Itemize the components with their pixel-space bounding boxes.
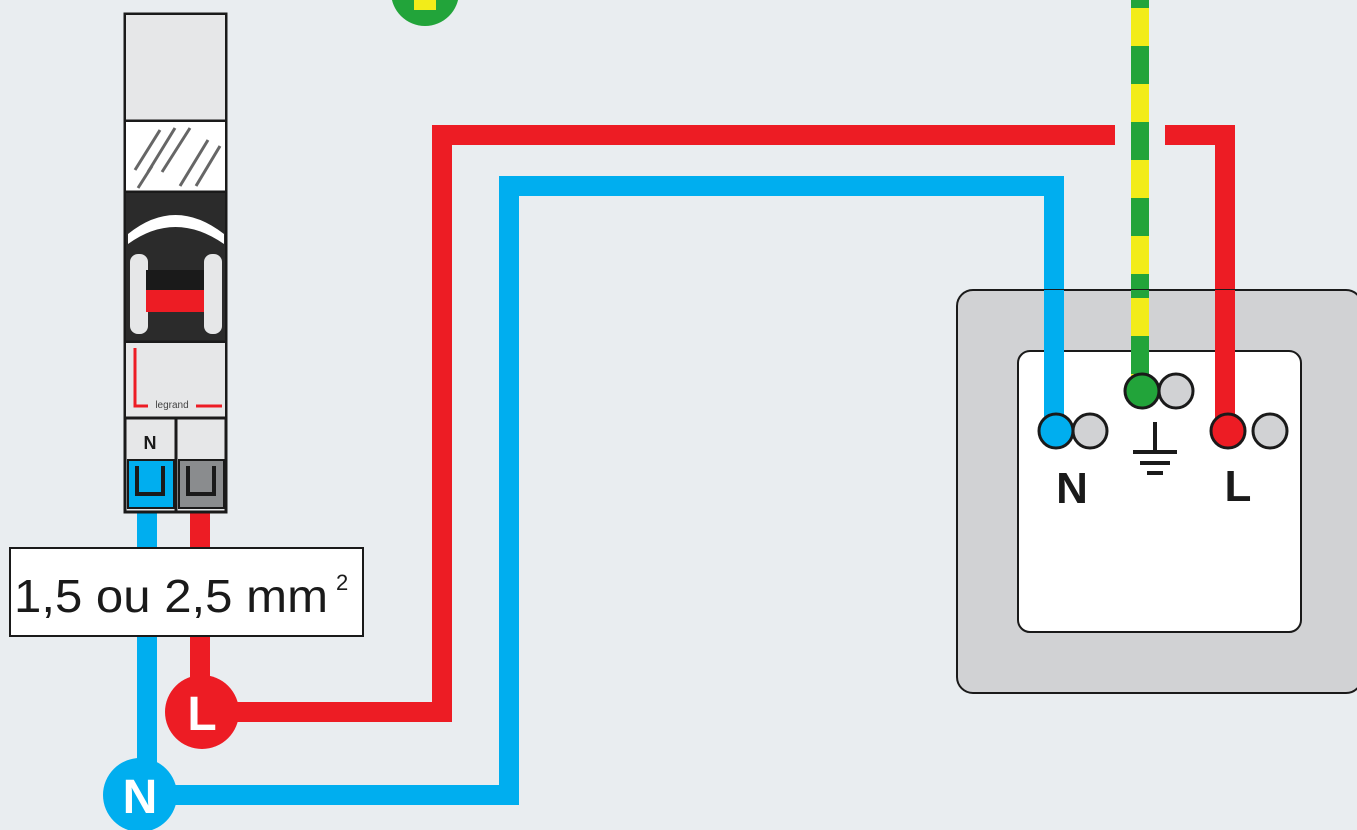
cable-section-superscript: 2 bbox=[336, 570, 348, 595]
earth-marker-top bbox=[391, 0, 459, 26]
socket-neutral-terminal: N bbox=[1037, 412, 1109, 513]
breaker-neutral-label: N bbox=[144, 433, 157, 453]
socket-live-label: L bbox=[1225, 462, 1252, 511]
breaker-brand: legrand bbox=[155, 400, 188, 411]
neutral-marker: N bbox=[103, 758, 177, 830]
socket-neutral-label: N bbox=[1056, 464, 1088, 513]
cable-section-text: 1,5 ou 2,5 mm bbox=[14, 570, 328, 622]
live-marker-label: L bbox=[187, 688, 216, 741]
svg-text:1,5 ou 2,5 mm: 1,5 ou 2,5 mm bbox=[14, 570, 328, 622]
wall-socket: N L bbox=[956, 289, 1357, 694]
earth-ground-icon bbox=[1133, 422, 1177, 475]
neutral-marker-label: N bbox=[123, 771, 158, 824]
socket-earth-terminal bbox=[1123, 372, 1195, 475]
breaker-terminals: N bbox=[127, 418, 225, 512]
breaker-lever bbox=[126, 193, 225, 341]
socket-live-terminal: L bbox=[1209, 412, 1289, 511]
cable-section-label: 1,5 ou 2,5 mm 2 bbox=[9, 547, 364, 637]
live-marker: L bbox=[165, 675, 239, 749]
breaker-window bbox=[126, 122, 225, 192]
breaker-label-area: legrand bbox=[126, 343, 225, 417]
circuit-breaker: legrand N bbox=[123, 12, 228, 514]
